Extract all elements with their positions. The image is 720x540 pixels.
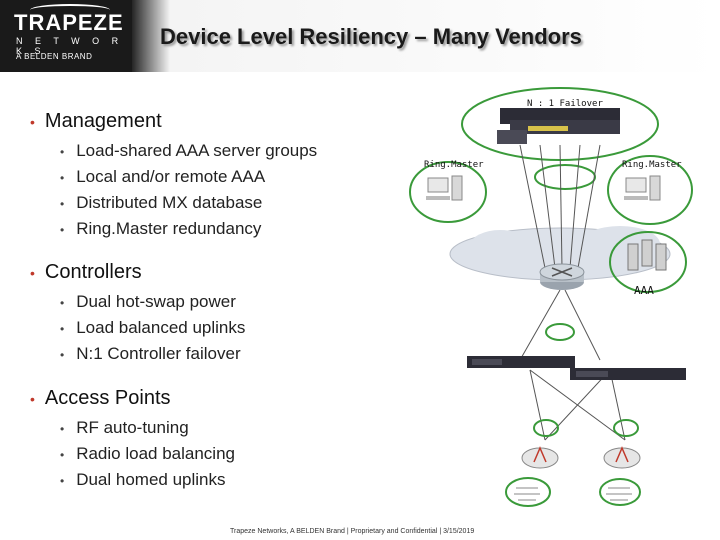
list-item: • N:1 Controller failover	[60, 344, 241, 364]
list-item: • RF auto-tuning	[60, 418, 189, 438]
item-text: Radio load balancing	[76, 444, 235, 463]
list-item: • Dual hot-swap power	[60, 292, 236, 312]
aaa-server-icon	[609, 231, 687, 293]
bullet-icon: •	[60, 197, 65, 211]
section-heading-access-points: • Access Points	[30, 387, 171, 410]
bullet-icon: •	[60, 145, 65, 159]
list-item: • Load balanced uplinks	[60, 318, 245, 338]
router-icon	[539, 263, 585, 290]
bullet-icon: •	[30, 114, 35, 130]
logo-tag: A BELDEN BRAND	[16, 52, 93, 61]
bullet-icon: •	[60, 296, 65, 310]
access-point-icon	[599, 446, 641, 506]
link-ring	[613, 419, 639, 437]
trapeze-logo: TRAPEZE N E T W O R K S A BELDEN BRAND	[0, 0, 132, 72]
heading-text: Management	[44, 110, 162, 132]
link-ring	[534, 164, 596, 190]
list-item: • Dual homed uplinks	[60, 470, 226, 490]
network-cloud-icon	[449, 226, 671, 281]
bullet-icon: •	[30, 265, 35, 281]
item-text: Ring.Master redundancy	[76, 219, 262, 238]
list-item: • Ring.Master redundancy	[60, 219, 261, 239]
bullet-icon: •	[60, 223, 65, 237]
link-ring	[533, 419, 559, 437]
logo-sub: N E T W O R K S	[16, 36, 124, 56]
access-controller-icon	[467, 356, 686, 380]
logo-swoosh-icon	[30, 4, 110, 16]
item-text: Local and/or remote AAA	[76, 167, 266, 186]
item-text: Distributed MX database	[76, 193, 263, 212]
section-heading-management: • Management	[30, 110, 162, 133]
heading-text: Controllers	[44, 261, 142, 283]
list-item: • Distributed MX database	[60, 193, 262, 213]
link-ring	[545, 323, 575, 341]
list-item: • Load-shared AAA server groups	[60, 141, 317, 161]
bullet-icon: •	[60, 474, 65, 488]
failover-label: N : 1 Failover	[527, 99, 603, 109]
uplink-lines	[519, 144, 626, 441]
bullet-icon: •	[60, 448, 65, 462]
logo-brand: TRAPEZE	[14, 10, 124, 35]
slide-header: TRAPEZE N E T W O R K S A BELDEN BRAND D…	[0, 0, 720, 72]
ringmaster-right-icon	[607, 155, 693, 225]
list-item: • Local and/or remote AAA	[60, 167, 265, 187]
item-text: Dual hot-swap power	[76, 292, 236, 311]
access-point-icon	[505, 446, 559, 507]
aaa-label: AAA	[634, 284, 654, 297]
slide-footer: Trapeze Networks, A BELDEN Brand | Propr…	[230, 528, 475, 535]
bullet-icon: •	[60, 322, 65, 336]
ringmaster-right-label: Ring.Master	[622, 160, 682, 170]
list-item: • Radio load balancing	[60, 444, 235, 464]
slide-title: Device Level Resiliency – Many Vendors	[160, 24, 582, 49]
heading-text: Access Points	[44, 387, 171, 409]
ringmaster-left-icon	[409, 161, 487, 223]
item-text: Load balanced uplinks	[76, 318, 246, 337]
bullet-icon: •	[60, 171, 65, 185]
item-text: Load-shared AAA server groups	[76, 141, 318, 160]
item-text: Dual homed uplinks	[76, 470, 226, 489]
bullet-icon: •	[60, 422, 65, 436]
section-heading-controllers: • Controllers	[30, 261, 142, 284]
item-text: RF auto-tuning	[76, 418, 189, 437]
item-text: N:1 Controller failover	[76, 344, 241, 363]
bullet-icon: •	[30, 391, 35, 407]
bullet-icon: •	[60, 348, 65, 362]
ringmaster-left-label: Ring.Master	[424, 160, 484, 170]
